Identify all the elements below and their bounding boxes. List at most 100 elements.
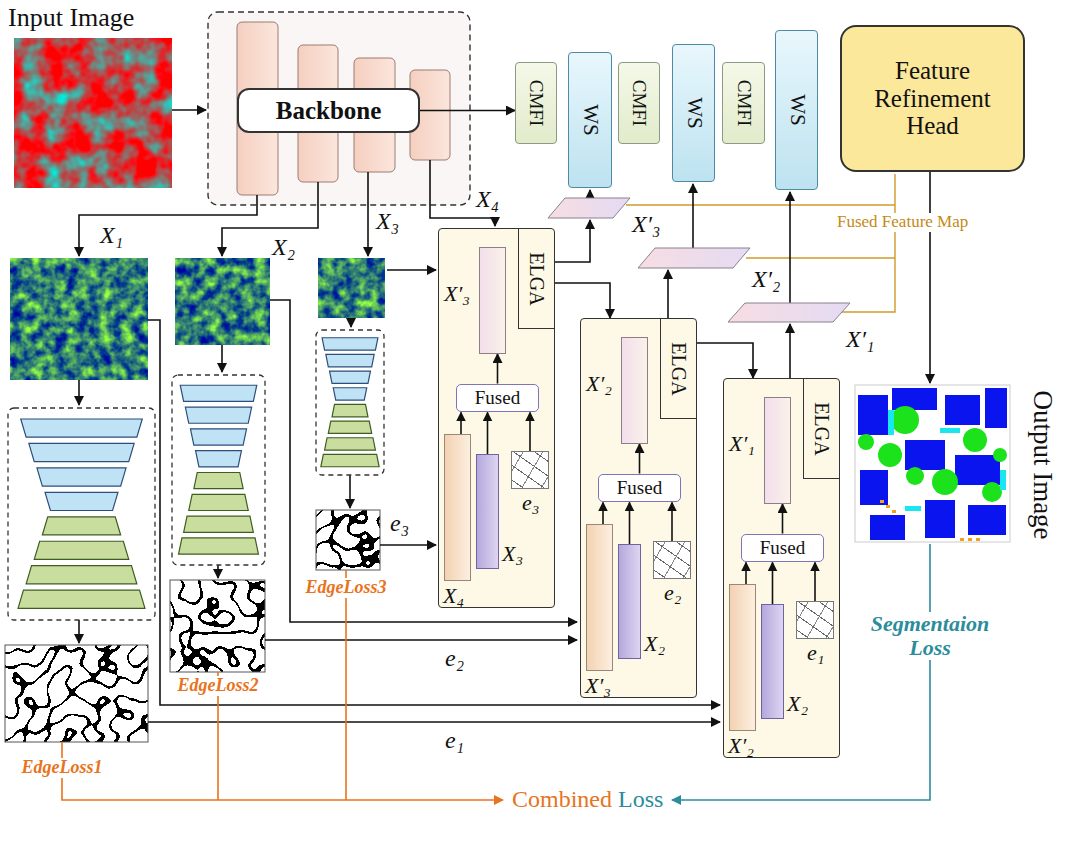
module-fill: [438, 228, 555, 608]
node-text: CMFI: [629, 80, 650, 126]
fused-feature-slabs: [548, 198, 850, 322]
connector-arrow: [697, 343, 753, 378]
output-feature-bar: X′₂: [621, 337, 648, 444]
drawing-part: [548, 198, 630, 218]
connector-arrow: [671, 502, 673, 541]
edge-maps: [5, 510, 380, 742]
feature-name: X′₃: [632, 211, 660, 237]
output-feature-bar: X′₁: [764, 397, 791, 504]
feature-name: X₂: [272, 234, 295, 260]
ws-block: WS: [775, 30, 818, 190]
edge-extractor: [8, 330, 384, 620]
figure-label: Input Image: [8, 4, 134, 33]
figure-label: Output Image: [1027, 390, 1057, 539]
drawing-part: [789, 192, 791, 303]
node-text: X′₃: [444, 283, 470, 305]
node-text: WS: [785, 94, 808, 126]
backbone-box: Backbone: [237, 88, 420, 133]
connector-arrow: [555, 283, 610, 318]
drawing-part: [905, 440, 945, 470]
fusion-box: Fused: [456, 384, 539, 413]
node-text: X₃: [502, 543, 523, 565]
drawing-part: [62, 742, 503, 800]
drawing-part: [855, 385, 1010, 542]
connector-arrow: [772, 562, 774, 604]
drawing-part: [955, 455, 1000, 485]
connector-arrow: [487, 412, 489, 454]
module-tab: ELGA: [660, 319, 696, 419]
drawing-part: [589, 190, 591, 198]
drawing-part: [870, 515, 905, 540]
connector-arrow: [460, 412, 462, 434]
drawing-part: [892, 510, 896, 513]
feature-name: X′₂: [752, 266, 780, 292]
input-feature-bar: X₂: [761, 604, 784, 719]
fusion-box: Fused: [598, 474, 681, 503]
edge-name: e₂: [445, 645, 464, 671]
to-elga-arrows: [148, 270, 720, 722]
drawing-part: [858, 388, 1007, 540]
drawing-part: [78, 380, 80, 405]
drawing-part: [626, 204, 895, 205]
drawing-part: [945, 395, 980, 425]
elga-module: ELGAX′₁FusedX′₂X₂e₁: [723, 378, 840, 758]
input-feature-bar: X′₂: [729, 584, 756, 731]
node-text: Fused: [475, 388, 520, 409]
drawing-part: [888, 410, 1006, 511]
encoder-decoder: [179, 385, 259, 554]
backbone-stages: [237, 22, 450, 195]
connector-arrow: [629, 502, 631, 544]
drawing-part: [892, 388, 937, 410]
node-text: WS: [682, 97, 705, 129]
drawing-part: [929, 172, 931, 383]
drawing-part: [217, 565, 219, 578]
input-feature-bar: X′₃: [586, 524, 613, 671]
node-text: Feature Refinement Head: [850, 57, 1015, 140]
drawing-part: [172, 375, 265, 565]
drawing-part: [905, 506, 921, 511]
drawing-part: [555, 220, 590, 262]
module-tab: ELGA: [518, 229, 554, 329]
module-fill: [580, 318, 697, 698]
input-feature-bar: X₂: [618, 544, 641, 659]
node-text: Fused: [760, 538, 805, 559]
drawing-part: [880, 500, 980, 541]
encoder-decoder: [321, 338, 379, 467]
connector-arrow: [814, 562, 816, 601]
drawing-part: [5, 510, 380, 742]
drawing-part: [886, 505, 890, 508]
drawing-part: [968, 505, 1006, 535]
drawing-part: [993, 448, 1007, 462]
node-text: ELGA: [811, 402, 833, 455]
node-text: X′₂: [728, 735, 754, 757]
drawing-part: [860, 470, 888, 505]
feature-name: X₁: [100, 222, 123, 248]
elga-module: ELGAX′₃FusedX₄X₃e₃: [438, 228, 555, 608]
drawing-part: [968, 538, 972, 541]
drawing-part: [878, 443, 902, 467]
feature-name: X₃: [376, 208, 399, 234]
cmfi-block: CMFI: [515, 62, 557, 144]
drawing-part: [10, 258, 148, 380]
drawing-part: [789, 324, 791, 378]
drawing-part: [8, 408, 155, 620]
edge-name: e₃: [390, 510, 409, 536]
loss-label: Segmentaion Loss: [855, 612, 1005, 660]
drawing-part: [265, 639, 577, 641]
node-text: e₂: [664, 582, 681, 604]
drawing-part: [932, 469, 958, 495]
drawing-part: [667, 270, 669, 318]
drawing-part: [925, 500, 955, 538]
drawing-part: [985, 388, 1007, 428]
elga-module: ELGA X′₂ FusedX′₃X₂ e₂: [580, 318, 697, 698]
drawing-part: [692, 184, 694, 248]
node-text: CMFI: [526, 80, 547, 126]
drawing-part: [728, 303, 850, 322]
module-tab: ELGA: [803, 379, 839, 479]
connector-arrow: [602, 502, 604, 524]
connector-arrow: [529, 412, 531, 451]
cmfi-block: CMFI: [722, 62, 765, 144]
drawing-part: [349, 475, 351, 508]
drawing-part: [148, 320, 720, 705]
drawing-part: [318, 258, 385, 318]
